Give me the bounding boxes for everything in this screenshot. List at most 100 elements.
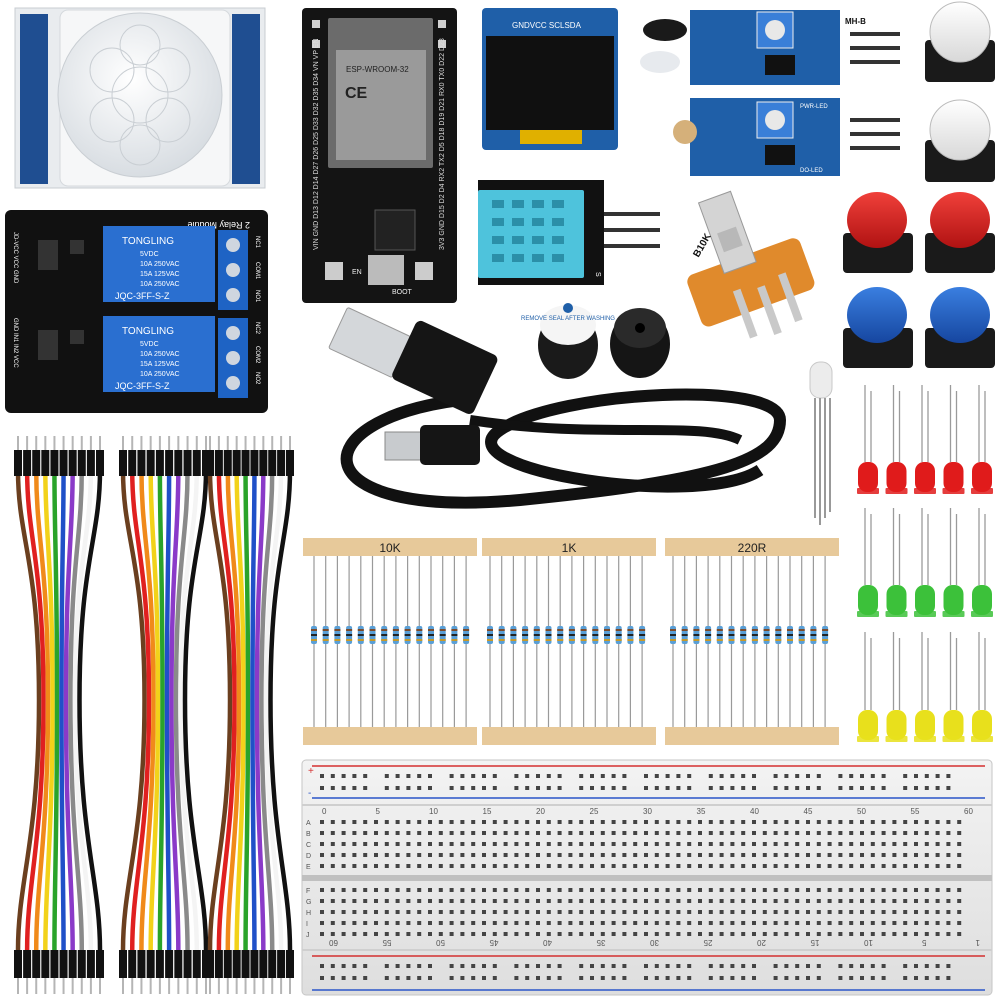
pir-sensor — [14, 7, 266, 189]
esp32-board: ESP-WROOM-32 CE EN BOOT VIN GND D13 D12 … — [302, 8, 457, 303]
do-led-label: DO-LED — [800, 168, 823, 174]
relay-2-line4: 10A 250VAC — [140, 371, 180, 378]
resistor-label-1k: 1K — [562, 541, 577, 555]
pin-row-left: VIN GND D13 D12 D14 D27 D26 D25 D33 D32 … — [313, 38, 320, 250]
bb-row-letter: I — [306, 921, 308, 928]
white-buttons — [925, 1, 995, 182]
relay-1: TONGLING 5VDC 10A 250VAC 15A 125VAC 10A … — [103, 226, 215, 302]
led — [858, 585, 878, 615]
relay-1-brand: TONGLING — [122, 236, 174, 247]
led — [943, 462, 964, 492]
pwr-led-label: PWR-LED — [800, 104, 828, 110]
led — [972, 710, 992, 740]
relay-1-line3: 15A 125VAC — [140, 271, 180, 278]
bb-column-number: 60 — [964, 807, 973, 816]
no2-label: NO2 — [254, 372, 260, 385]
jumper-bundle — [119, 436, 210, 994]
bb-column-number: 25 — [703, 938, 712, 947]
bb-row-letter: H — [306, 910, 311, 917]
pin-row-right: 3V3 GND D15 D2 D4 RX2 TX2 D5 D18 D19 D21… — [439, 38, 446, 250]
usb-cable — [328, 307, 787, 509]
led — [972, 585, 992, 615]
en-label: EN — [352, 269, 362, 276]
relay-board-title: 2 Relay Module — [187, 220, 250, 230]
bb-row-letter: B — [306, 831, 311, 838]
oled-pins: GNDVCC SCLSDA — [512, 21, 582, 30]
green-leds — [857, 508, 993, 617]
module-name: ESP-WROOM-32 — [346, 65, 409, 74]
nc1-label: NC1 — [254, 236, 260, 249]
bb-column-number: 10 — [429, 807, 438, 816]
bb-column-number: 1 — [975, 938, 980, 947]
bb-column-number: 35 — [596, 938, 605, 947]
bb-row-letter: A — [306, 820, 311, 827]
dht-pin-label: S — [594, 272, 601, 277]
led — [943, 710, 964, 740]
resistor-label-220r: 220R — [738, 541, 767, 555]
led — [915, 710, 935, 740]
dht-sensor: S — [478, 180, 660, 285]
no1-label: NO1 — [254, 290, 260, 303]
relay-1-line4: 10A 250VAC — [140, 281, 180, 288]
relay-2-line1: 5VDC — [140, 341, 159, 348]
relay-2-line3: 15A 125VAC — [140, 361, 180, 368]
led — [886, 710, 907, 740]
relay-1-line2: 10A 250VAC — [140, 261, 180, 268]
bb-column-number: 5 — [922, 938, 927, 947]
bb-column-number: 30 — [650, 938, 659, 947]
buzzer-active: REMOVE SEAL AFTER WASHING — [521, 303, 615, 379]
bb-row-letter: C — [306, 842, 311, 849]
buzzer-passive — [610, 308, 670, 378]
relay-2-model: JQC-3FF-S-Z — [115, 381, 170, 391]
buzzer-sticker: REMOVE SEAL AFTER WASHING — [521, 316, 615, 322]
red-buttons — [843, 192, 995, 273]
resistor-group-10k: 10K — [303, 538, 477, 745]
relay-2: TONGLING 5VDC 10A 250VAC 15A 125VAC 10A … — [103, 316, 215, 392]
bb-column-number: 0 — [322, 807, 327, 816]
relay-1-line1: 5VDC — [140, 251, 159, 258]
bb-row-letter: G — [306, 899, 311, 906]
com1-label: COM1 — [254, 262, 260, 280]
bb-column-number: 55 — [911, 807, 920, 816]
bb-column-number: 5 — [376, 807, 381, 816]
blue-buttons — [843, 287, 995, 368]
relay-input-pins: GND IN1 IN2 VCC — [12, 318, 18, 368]
bb-minus-top: - — [308, 788, 311, 799]
com2-label: COM2 — [254, 346, 260, 364]
relay-power-pins: JD-VCC VCC GND — [12, 232, 18, 284]
bb-row-letter: J — [306, 932, 310, 939]
resistor-label-10k: 10K — [379, 541, 400, 555]
bb-column-number: 15 — [483, 807, 492, 816]
ce-mark: CE — [345, 85, 368, 102]
bb-column-number: 20 — [757, 938, 766, 947]
led — [858, 710, 878, 740]
jumper-bundle — [14, 436, 104, 994]
jumper-wire-bundles — [14, 436, 294, 994]
potentiometer: B10K — [687, 190, 815, 339]
led — [915, 462, 935, 492]
relay-terminals — [218, 230, 248, 398]
flame-board-label: MH-B — [845, 17, 866, 26]
bb-column-number: 15 — [810, 938, 819, 947]
bb-plus-top: + — [308, 766, 314, 777]
bb-column-number: 50 — [436, 938, 445, 947]
led — [886, 585, 907, 615]
bb-column-number: 40 — [750, 807, 759, 816]
relay-2-brand: TONGLING — [122, 326, 174, 337]
relay-module: 2 Relay Module TONGLING 5VDC 10A 250VAC … — [5, 210, 268, 413]
bb-row-letter: F — [306, 888, 310, 895]
bb-column-number: 10 — [864, 938, 873, 947]
bb-column-number: 25 — [590, 807, 599, 816]
bb-row-letter: E — [306, 864, 311, 871]
bb-column-number: 45 — [489, 938, 498, 947]
bb-column-number: 55 — [382, 938, 391, 947]
rgb-led — [809, 361, 833, 525]
led — [915, 585, 935, 615]
led — [886, 462, 907, 492]
resistor-group-1k: 1K — [482, 538, 656, 745]
